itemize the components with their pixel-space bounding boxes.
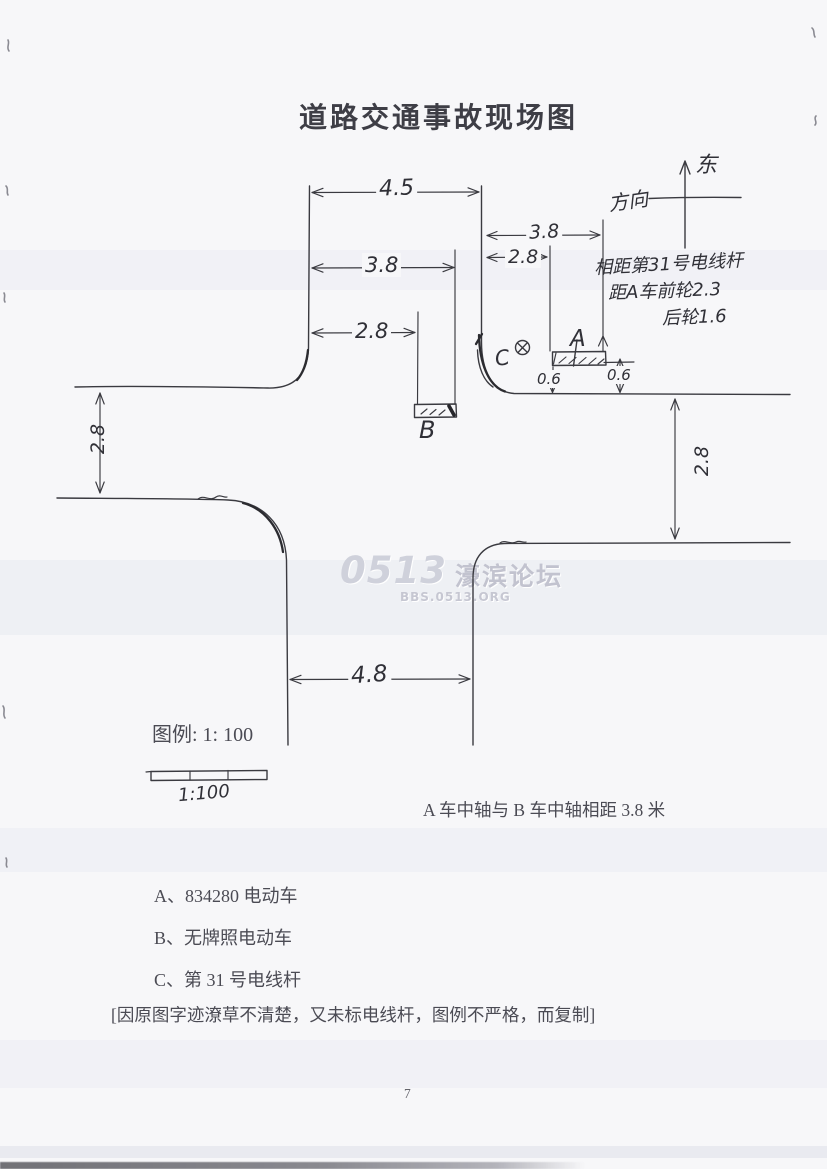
dim-label-north-road-width: 4.5 <box>375 175 418 202</box>
legend-label: 图例: 1: 100 <box>152 724 254 746</box>
list-item-b: B、无牌照电动车 <box>154 928 293 948</box>
list-item-c: C、第 31 号电线杆 <box>154 970 302 990</box>
dim-label-a-right: 3.8 <box>525 220 563 244</box>
dimension-west-road-width <box>95 392 105 494</box>
vehicle-b-label: B <box>419 416 436 444</box>
watermark-url: BBS.0513.ORG <box>400 590 511 604</box>
dim-label-south-road-width: 4.8 <box>347 660 392 690</box>
road-edge-northwest <box>74 185 311 389</box>
dim-label-a-offset-right: 0.6 <box>604 366 634 384</box>
vehicle-a-shape <box>551 339 607 367</box>
vehicle-b-shape <box>413 403 458 419</box>
scale-ratio-handwritten: 1:100 <box>177 780 231 807</box>
compass-direction-label: 方向 <box>606 186 650 216</box>
dim-label-b-left: 2.8 <box>352 319 392 343</box>
dim-label-a-offset-left: 0.6 <box>534 370 564 388</box>
road-edge-southeast <box>472 540 791 746</box>
vehicle-a-label: A <box>570 326 586 352</box>
page-number: 7 <box>404 1086 411 1101</box>
scale-bar <box>145 769 268 782</box>
scan-bottom-streak <box>0 1162 585 1169</box>
road-edge-northeast <box>474 185 791 396</box>
compass-arrow-icon <box>648 160 742 249</box>
handwritten-note-line2: 距A车前轮2.3 <box>607 279 722 304</box>
dimension-east-road-width <box>670 398 680 540</box>
dim-label-west-road-width: 2.8 <box>87 423 109 455</box>
pole-c-label: C <box>493 345 512 371</box>
page-title: 道路交通事故现场图 <box>299 102 579 133</box>
watermark-logo: 0513 <box>340 549 447 592</box>
road-edge-southwest <box>56 495 289 746</box>
list-item-a: A、834280 电动车 <box>154 886 298 906</box>
dim-label-b-right: 3.8 <box>362 253 402 277</box>
compass-east-label: 东 <box>695 153 718 178</box>
copy-note: [因原图字迹潦草不清楚，又未标电线杆，图例不严格，而复制] <box>111 1005 596 1025</box>
handwritten-note-line3: 后轮1.6 <box>661 305 728 330</box>
caption-axle-distance: A 车中轴与 B 车中轴相距 3.8 米 <box>423 800 666 820</box>
scan-artifacts <box>2 27 817 868</box>
vehicle-b-extension-lines <box>416 249 456 405</box>
dim-label-east-road-width: 2.8 <box>691 445 713 477</box>
pole-c-symbol <box>514 339 531 356</box>
vehicle-a-extension-lines <box>549 219 609 352</box>
dim-label-a-left: 2.8 <box>505 246 542 268</box>
